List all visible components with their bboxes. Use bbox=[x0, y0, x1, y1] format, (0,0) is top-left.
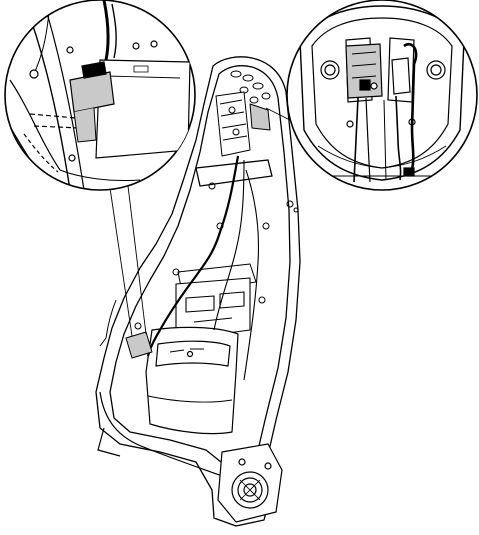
left-detail-callout bbox=[4, 0, 196, 191]
side-cable bbox=[99, 299, 117, 347]
right-detail-callout bbox=[286, 0, 478, 191]
lumbar-plate bbox=[175, 277, 251, 341]
upper-bracket bbox=[215, 91, 271, 157]
main-connector-highlight bbox=[125, 331, 153, 359]
callout-leader-lines bbox=[109, 107, 291, 337]
main-wire-harness bbox=[146, 155, 240, 357]
frame-inner bbox=[109, 65, 291, 471]
secondary-wire bbox=[213, 159, 260, 381]
wire-clips bbox=[134, 182, 299, 330]
seat-back-frame bbox=[95, 56, 301, 527]
recliner-mechanism bbox=[217, 443, 283, 523]
lower-back-panel bbox=[145, 326, 239, 435]
seat-cushion-edge bbox=[97, 391, 223, 477]
